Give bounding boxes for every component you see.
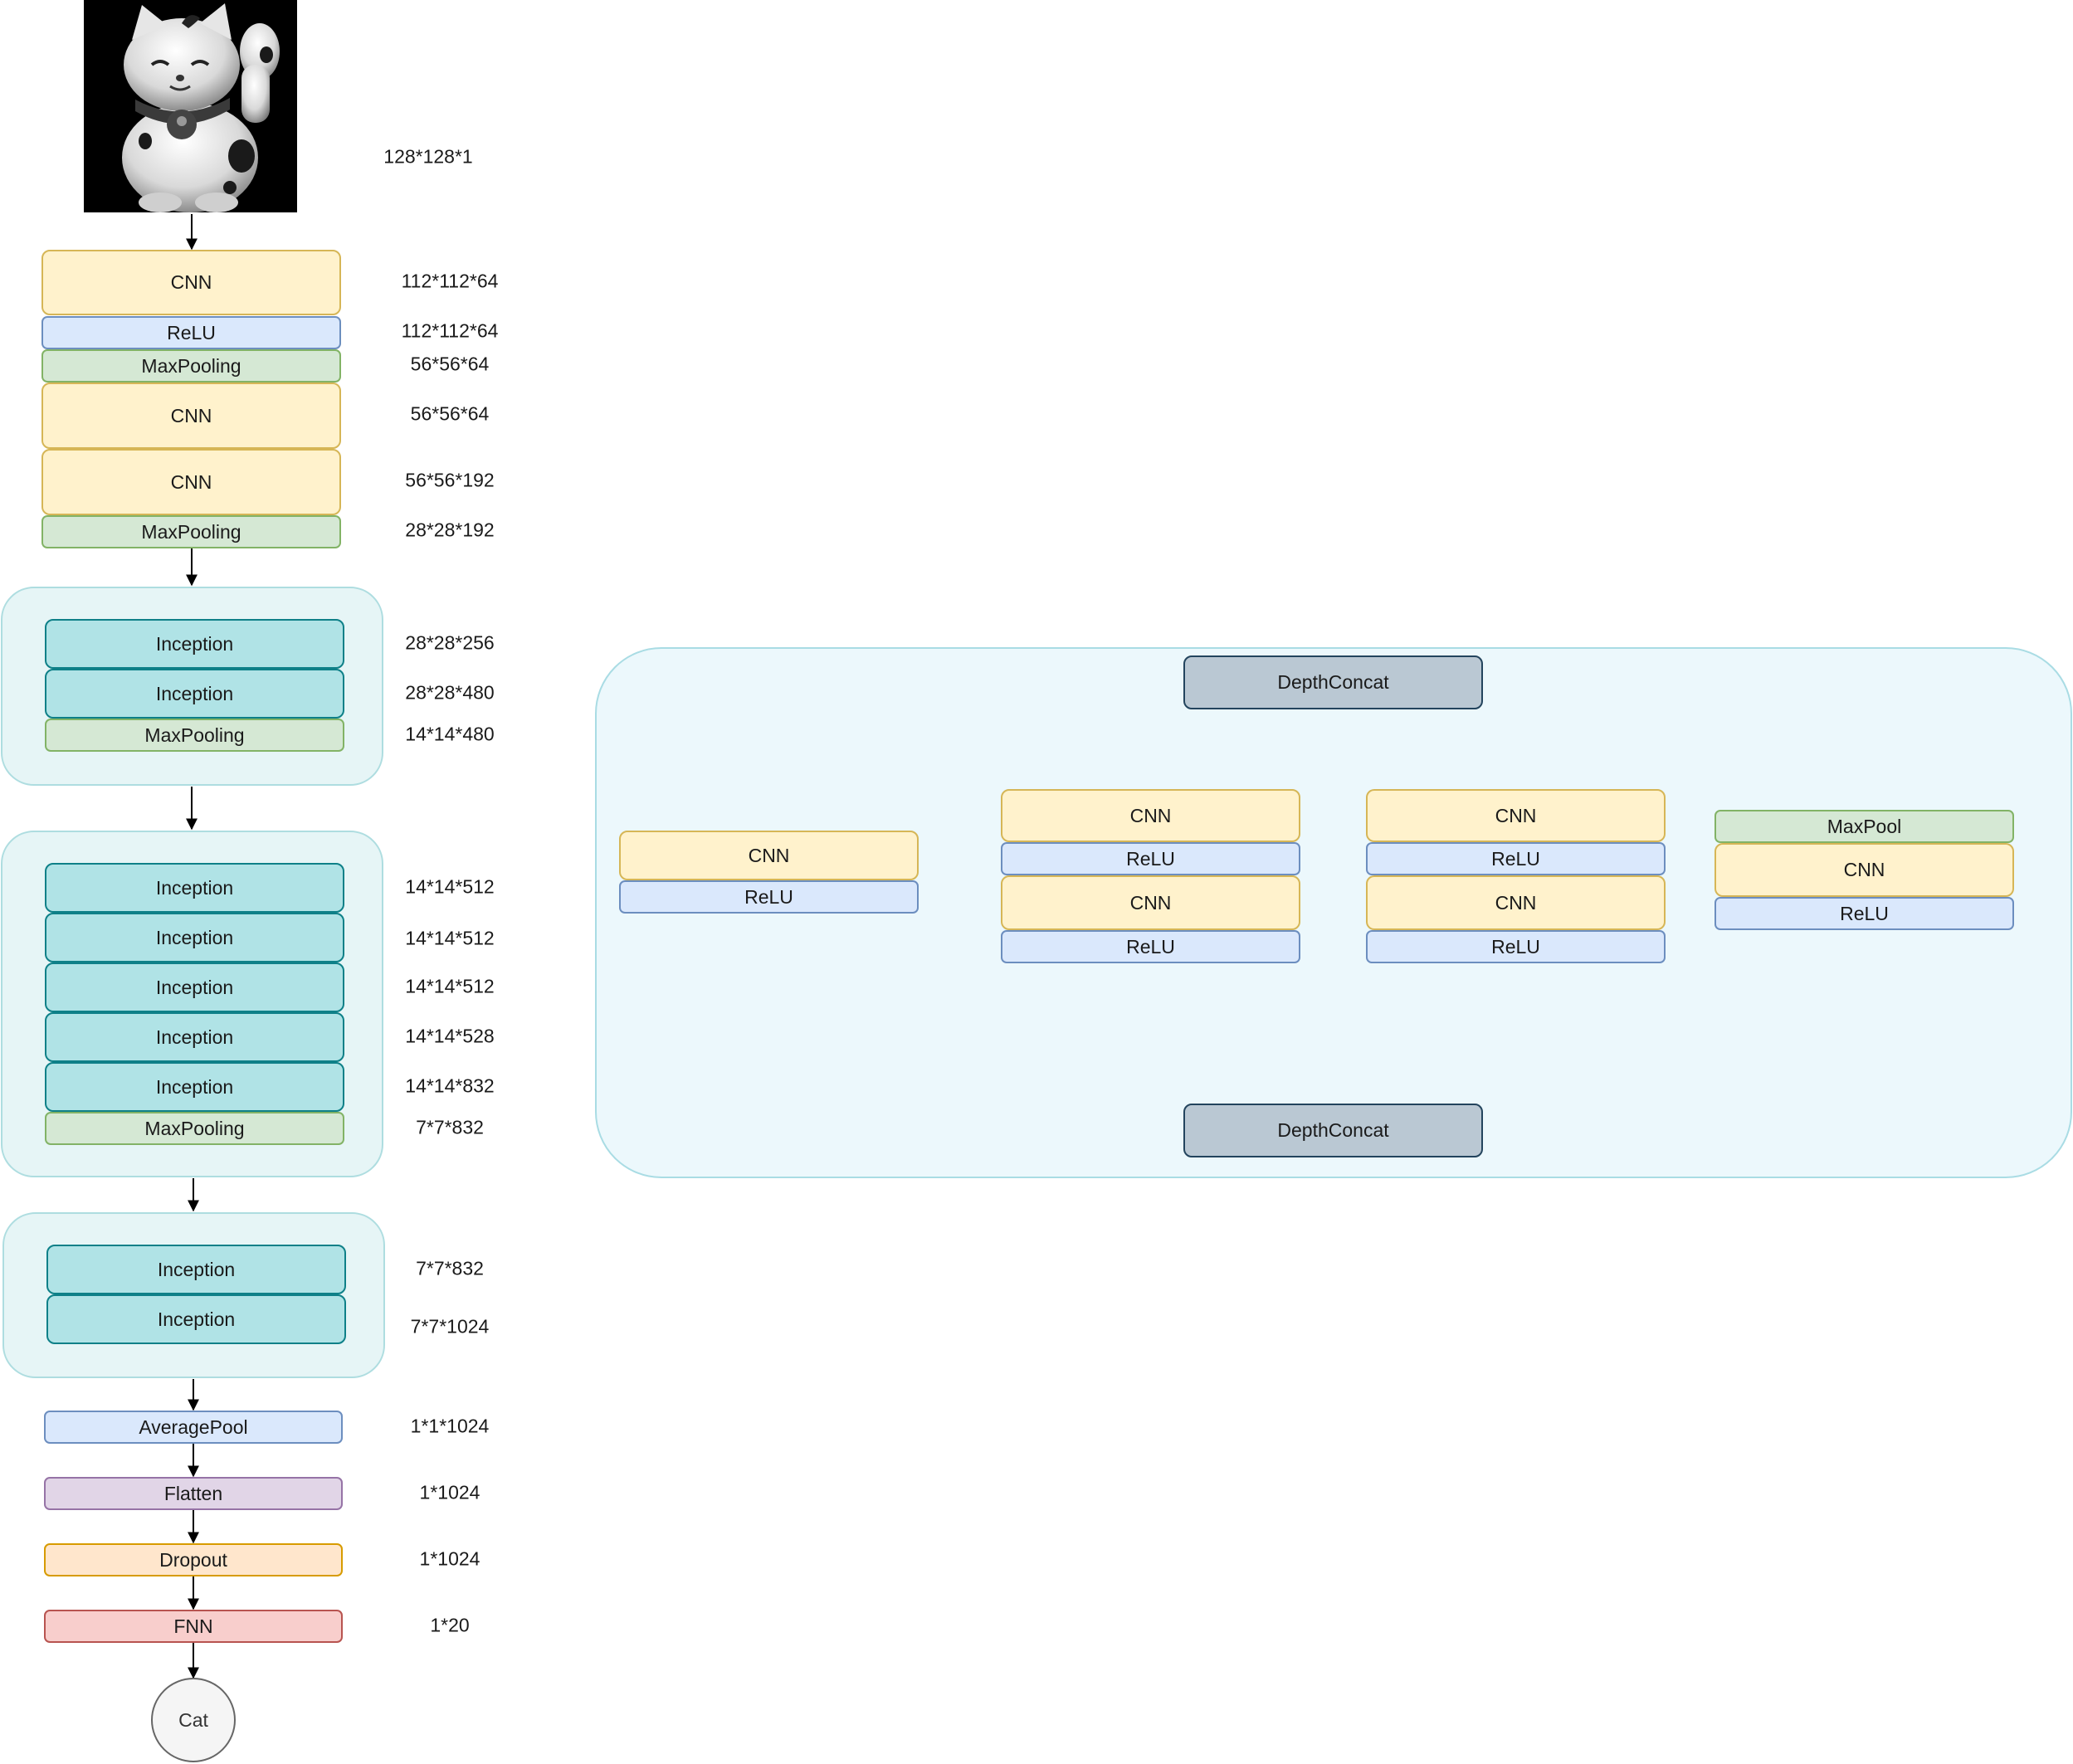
group1-inception-2: Inception bbox=[45, 669, 344, 719]
stem-dim-5: 56*56*192 bbox=[405, 469, 495, 491]
group2-dim-5: 14*14*832 bbox=[405, 1074, 495, 1097]
head-dim-3: 1*1024 bbox=[419, 1547, 480, 1570]
output-class-node: Cat bbox=[151, 1678, 236, 1762]
group1-inception-1: Inception bbox=[45, 619, 344, 669]
branch4-cnn: CNN bbox=[1714, 843, 2014, 897]
group1-dim-1: 28*28*256 bbox=[405, 631, 495, 654]
group2-dim-2: 14*14*512 bbox=[405, 927, 495, 949]
branch3-cnn-2: CNN bbox=[1366, 875, 1666, 930]
stem-dim-3: 56*56*64 bbox=[410, 353, 490, 375]
group2-inception-3: Inception bbox=[45, 962, 344, 1012]
lucky-cat-icon bbox=[122, 3, 280, 212]
stem-maxpooling-2: MaxPooling bbox=[41, 515, 341, 548]
branch3-relu-1: ReLU bbox=[1366, 842, 1666, 875]
head-fnn: FNN bbox=[44, 1610, 343, 1643]
head-dim-1: 1*1*1024 bbox=[410, 1415, 490, 1437]
branch3-relu-2: ReLU bbox=[1366, 930, 1666, 963]
depthconcat-top: DepthConcat bbox=[1183, 655, 1483, 709]
stem-dim-2: 112*112*64 bbox=[401, 319, 499, 342]
branch4-relu: ReLU bbox=[1714, 897, 2014, 930]
group2-inception-2: Inception bbox=[45, 913, 344, 962]
group3-inception-1: Inception bbox=[46, 1245, 346, 1294]
group2-inception-4: Inception bbox=[45, 1012, 344, 1062]
depthconcat-bottom: DepthConcat bbox=[1183, 1104, 1483, 1157]
head-dim-4: 1*20 bbox=[430, 1614, 470, 1636]
stem-cnn-2: CNN bbox=[41, 383, 341, 449]
branch2-cnn-1: CNN bbox=[1001, 789, 1300, 842]
head-dim-2: 1*1024 bbox=[419, 1481, 480, 1503]
head-averagepool: AveragePool bbox=[44, 1411, 343, 1444]
input-dimension: 128*128*1 bbox=[383, 145, 473, 168]
head-dropout: Dropout bbox=[44, 1543, 343, 1576]
group2-dim-6: 7*7*832 bbox=[416, 1116, 484, 1138]
group2-dim-4: 14*14*528 bbox=[405, 1025, 495, 1047]
branch2-cnn-2: CNN bbox=[1001, 875, 1300, 930]
group1-dim-3: 14*14*480 bbox=[405, 723, 495, 745]
stem-cnn-1: CNN bbox=[41, 250, 341, 315]
stem-dim-6: 28*28*192 bbox=[405, 519, 495, 541]
group2-inception-1: Inception bbox=[45, 863, 344, 913]
input-image bbox=[84, 0, 297, 212]
branch4-maxpool: MaxPool bbox=[1714, 810, 2014, 843]
stem-dim-1: 112*112*64 bbox=[401, 270, 499, 292]
branch1-cnn: CNN bbox=[619, 831, 919, 880]
stem-relu-1: ReLU bbox=[41, 316, 341, 349]
branch2-relu-1: ReLU bbox=[1001, 842, 1300, 875]
branch3-cnn-1: CNN bbox=[1366, 789, 1666, 842]
group3-inception-2: Inception bbox=[46, 1294, 346, 1344]
group3-dim-1: 7*7*832 bbox=[416, 1257, 484, 1279]
group1-dim-2: 28*28*480 bbox=[405, 681, 495, 704]
group3-dim-2: 7*7*1024 bbox=[410, 1315, 490, 1338]
group2-inception-5: Inception bbox=[45, 1062, 344, 1112]
stem-maxpooling-1: MaxPooling bbox=[41, 349, 341, 383]
head-flatten: Flatten bbox=[44, 1477, 343, 1510]
group2-maxpooling: MaxPooling bbox=[45, 1112, 344, 1145]
group2-dim-1: 14*14*512 bbox=[405, 875, 495, 898]
group2-dim-3: 14*14*512 bbox=[405, 975, 495, 997]
stem-cnn-3: CNN bbox=[41, 449, 341, 515]
branch1-relu: ReLU bbox=[619, 880, 919, 914]
stem-dim-4: 56*56*64 bbox=[410, 402, 490, 425]
branch2-relu-2: ReLU bbox=[1001, 930, 1300, 963]
group1-maxpooling: MaxPooling bbox=[45, 719, 344, 752]
